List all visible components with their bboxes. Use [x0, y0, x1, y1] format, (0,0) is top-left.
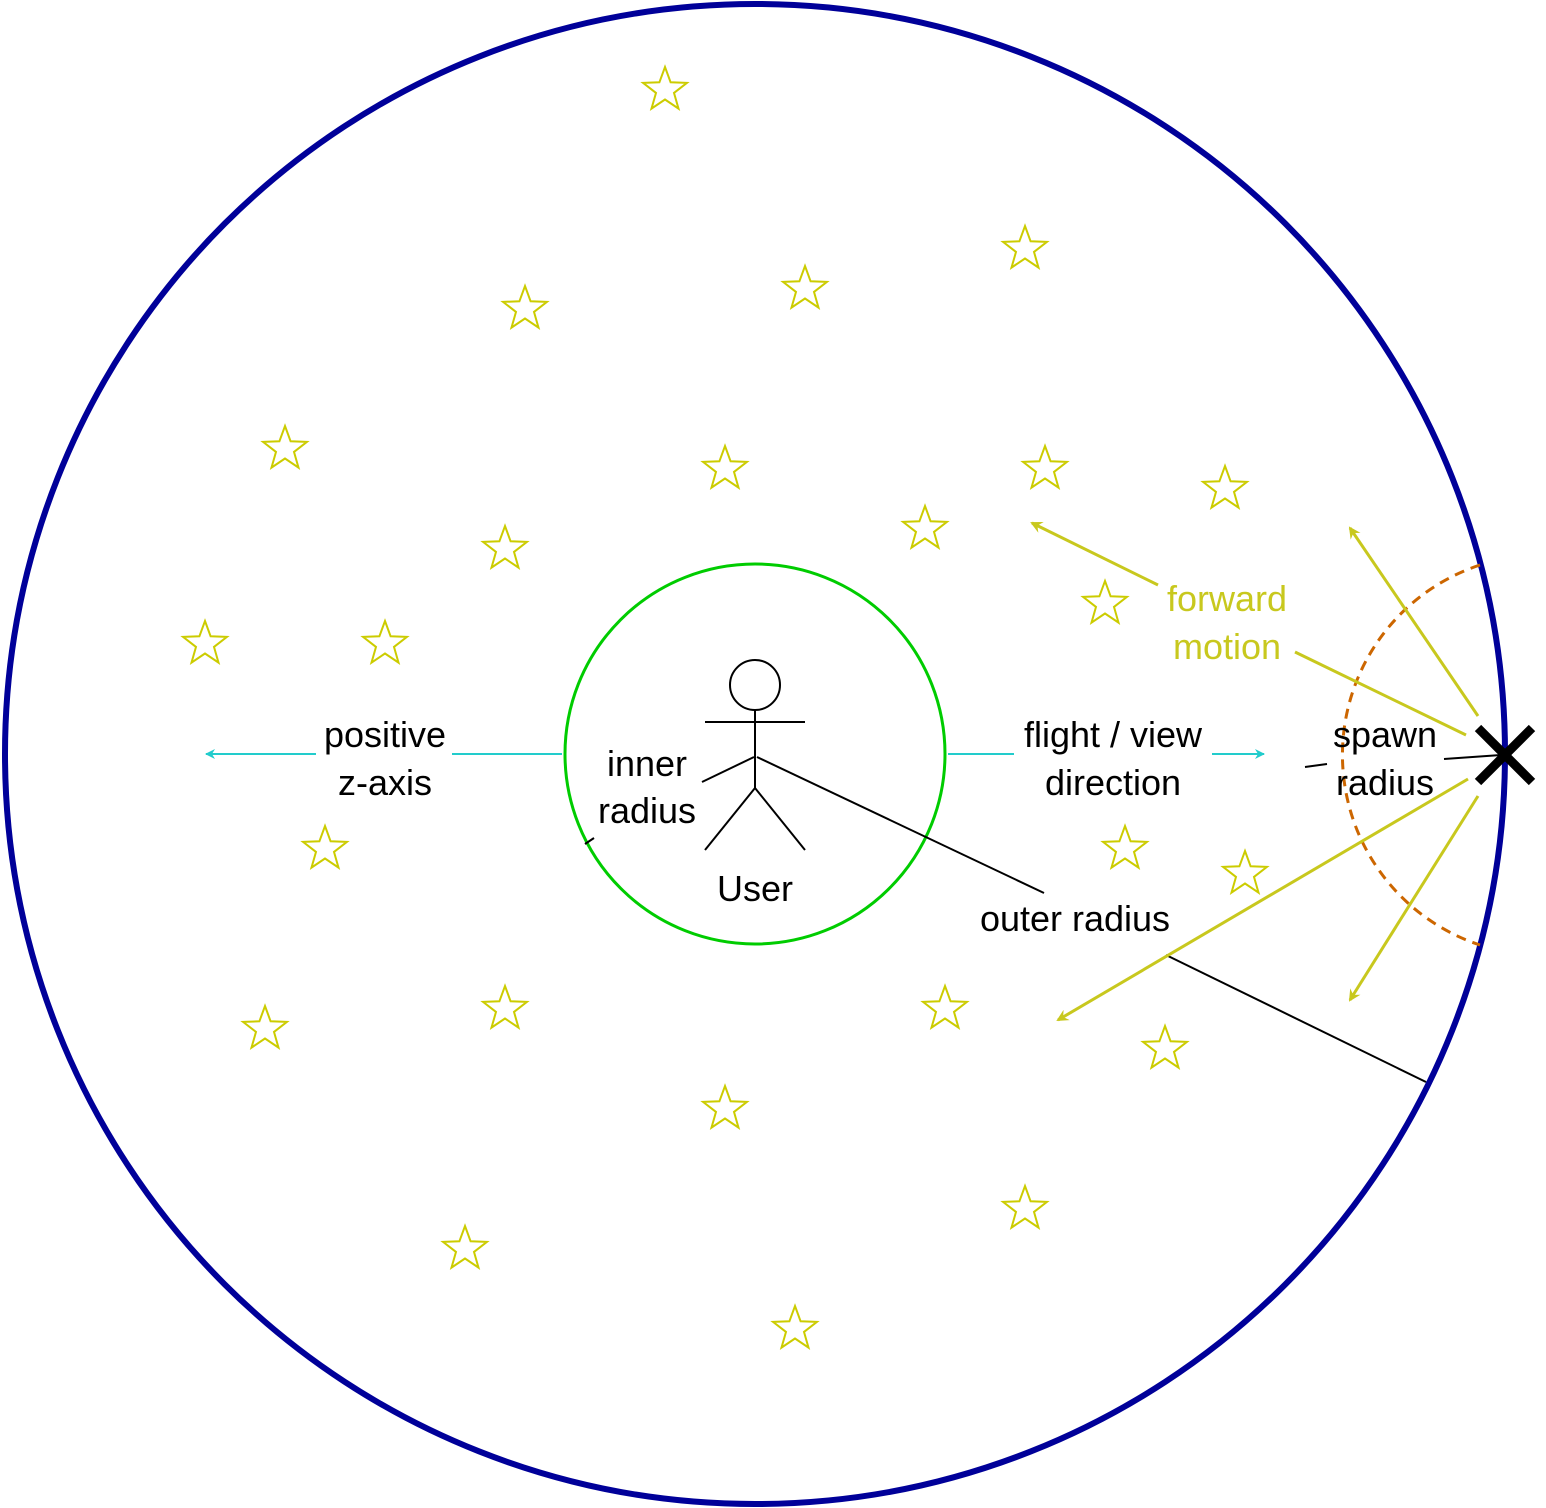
- star-outline-icon: [260, 423, 310, 470]
- forward-motion-arrow: [1030, 521, 1159, 587]
- star-outline-icon: [1100, 823, 1150, 870]
- flight-view-label: flight / view: [1024, 714, 1203, 755]
- star-outline-icon: [1220, 848, 1270, 895]
- star-outline-icon: [480, 983, 530, 1030]
- inner-radius-circle: [563, 562, 947, 946]
- user-label: User: [717, 868, 793, 909]
- spawn-radius-arc: [1341, 563, 1481, 947]
- motion-label: motion: [1173, 626, 1281, 667]
- motion-arrow-up: [1348, 526, 1480, 717]
- stick-figure-icon: [704, 659, 806, 851]
- star-outline-icon: [1200, 463, 1250, 510]
- spawn-label: spawn: [1333, 714, 1437, 755]
- x-mark-icon: [1474, 724, 1536, 786]
- positive-label: positive: [324, 714, 446, 755]
- motion-arrow-down: [1348, 795, 1480, 1002]
- outer-radius-line: [756, 756, 1045, 894]
- star-outline-icon: [900, 503, 950, 550]
- direction-label: direction: [1045, 762, 1181, 803]
- star-outline-icon: [1080, 578, 1130, 625]
- forward-label: forward: [1167, 578, 1287, 619]
- star-outline-icon: [640, 64, 690, 111]
- star-outline-icon: [1000, 1183, 1050, 1230]
- star-outline-icon: [360, 618, 410, 665]
- star-outline-icon: [300, 823, 350, 870]
- inner-radius-tick: [584, 837, 595, 845]
- star-outline-icon: [1140, 1023, 1190, 1070]
- star-outline-icon: [480, 523, 530, 570]
- inner-radius-label: radius: [598, 790, 696, 831]
- star-outline-icon: [440, 1223, 490, 1270]
- star-outline-icon: [920, 983, 970, 1030]
- star-outline-icon: [180, 618, 230, 665]
- outer-radius-line-lower: [1165, 954, 1427, 1083]
- outer-radius-label: outer radius: [980, 898, 1170, 939]
- spawn-radius-tick: [1304, 763, 1328, 768]
- star-outline-icon: [1000, 223, 1050, 270]
- spawn-radius-leader: [1443, 754, 1502, 760]
- inner-label: inner: [607, 743, 687, 784]
- motion-arrow-low-left: [1056, 777, 1469, 1022]
- star-outline-icon: [500, 283, 550, 330]
- star-outline-icon: [770, 1303, 820, 1350]
- forward-motion-tail: [1294, 650, 1467, 737]
- stars-field: [180, 64, 1270, 1350]
- z-axis-label: z-axis: [338, 762, 432, 803]
- star-outline-icon: [700, 443, 750, 490]
- star-outline-icon: [240, 1003, 290, 1050]
- star-outline-icon: [1020, 443, 1070, 490]
- star-outline-icon: [700, 1083, 750, 1130]
- spawn-radius-label: radius: [1336, 762, 1434, 803]
- star-outline-icon: [780, 263, 830, 310]
- inner-radius-leader: [701, 756, 755, 783]
